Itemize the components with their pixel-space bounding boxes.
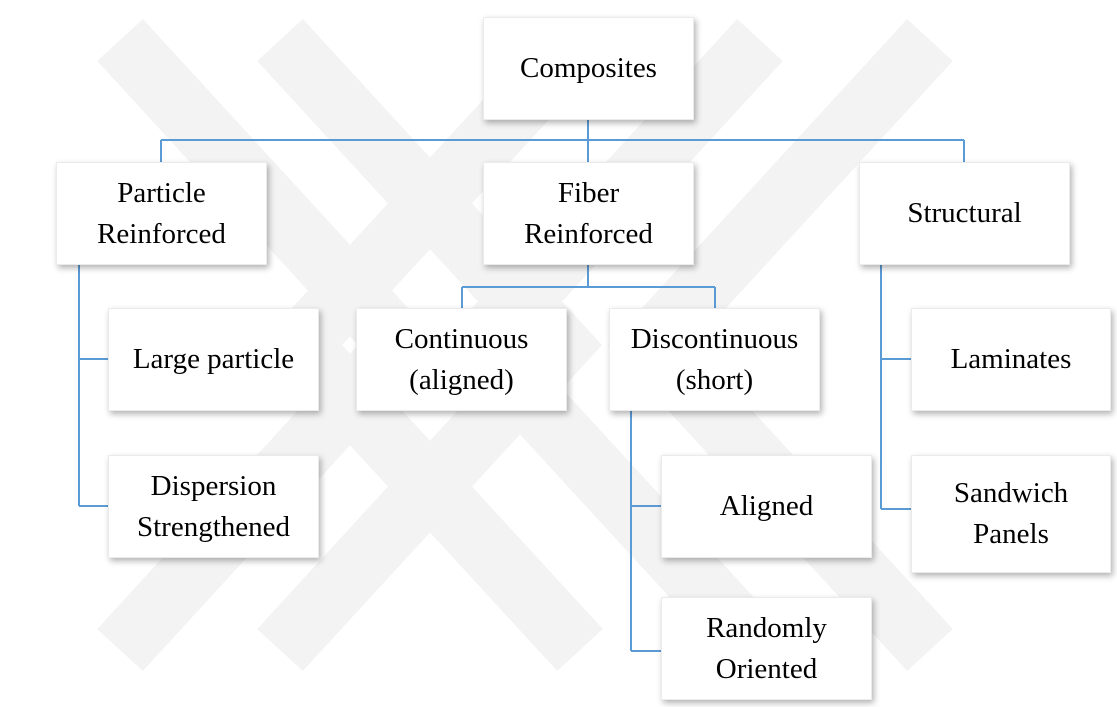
node-composites: Composites (483, 17, 694, 120)
node-fiber-reinforced: Fiber Reinforced (483, 162, 694, 265)
node-label: Composites (520, 52, 657, 84)
node-label: Large particle (132, 343, 295, 375)
node-randomly-oriented: Randomly Oriented (661, 597, 872, 700)
node-label: Aligned (719, 490, 814, 522)
node-structural: Structural (859, 162, 1070, 265)
node-aligned: Aligned (661, 455, 872, 558)
node-large-particle: Large particle (108, 308, 319, 411)
node-label: Continuous (aligned) (394, 322, 529, 396)
node-label: Particle Reinforced (97, 176, 226, 250)
node-laminates: Laminates (911, 308, 1111, 411)
node-label: Randomly Oriented (706, 611, 827, 685)
node-dispersion-strengthened: Dispersion Strengthened (108, 455, 319, 558)
node-label: Fiber Reinforced (524, 176, 653, 250)
node-label: Dispersion Strengthened (136, 469, 290, 543)
node-continuous-aligned: Continuous (aligned) (356, 308, 567, 411)
node-particle-reinforced: Particle Reinforced (56, 162, 267, 265)
node-label: Structural (907, 197, 1022, 229)
node-label: Laminates (950, 343, 1072, 375)
node-sandwich-panels: Sandwich Panels (911, 455, 1111, 573)
node-discontinuous-short: Discontinuous (short) (609, 308, 820, 411)
node-label: Discontinuous (short) (630, 322, 799, 396)
node-label: Sandwich Panels (953, 477, 1069, 550)
